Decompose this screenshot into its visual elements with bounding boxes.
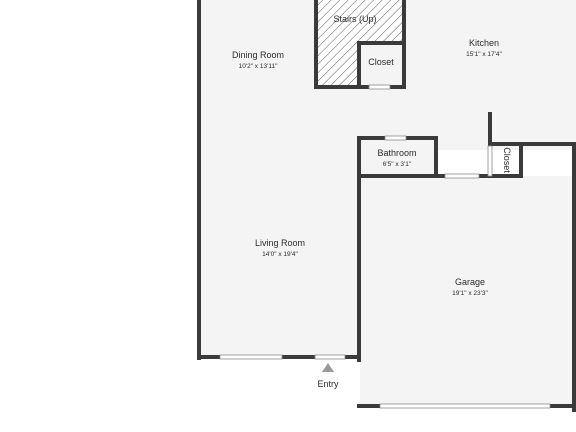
room-dims-living: 14'0" x 19'4" (262, 251, 298, 258)
closet-wall-bottom-r (390, 85, 406, 89)
entry-arrow-icon (322, 363, 334, 372)
bathroom-wall-top-r (406, 136, 438, 140)
room-name-garage: Garage (455, 277, 485, 287)
closet-wall-top (357, 41, 406, 45)
room-name-stairs: Stairs (Up) (333, 14, 376, 24)
room-dims-bathroom: 6'5" x 3'1" (383, 161, 412, 168)
stairs-wall-bottom (314, 85, 359, 89)
bathroom-wall-top-l (357, 136, 385, 140)
room-dims-dining: 10'2" x 13'11" (239, 63, 278, 70)
window-living-bottom (219, 354, 283, 360)
room-name-stairs-closet: Closet (368, 57, 394, 67)
closet-wall-bottom-l (357, 85, 369, 89)
bathroom-wall-left (357, 136, 361, 362)
door-closet-stairs (368, 84, 391, 90)
room-name-bathroom: Bathroom (377, 148, 416, 158)
room-dims-garage: 19'1" x 23'3" (452, 290, 488, 297)
wall-left (197, 0, 201, 360)
kitchen-closet-wall-top (488, 142, 576, 146)
stairs-closet-floor (359, 42, 404, 88)
entry-label: Entry (317, 379, 339, 389)
garage-wall-top-l (357, 174, 445, 178)
garage-wall-right (572, 142, 576, 412)
floor-living (200, 150, 360, 358)
room-name-kitchen: Kitchen (469, 38, 499, 48)
stairs-wall-left (314, 0, 318, 88)
kitchen-closet-wall-right (519, 142, 523, 178)
door-entry (314, 354, 346, 360)
closet-wall-left (357, 41, 361, 89)
room-name-kitchen-closet: Closet (502, 147, 512, 173)
room-name-dining: Dining Room (232, 50, 284, 60)
door-kitchen-closet (487, 145, 493, 177)
bathroom-wall-right (434, 136, 438, 178)
garage-wall-top-r (479, 174, 523, 178)
bathroom-floor (360, 138, 436, 176)
room-name-living: Living Room (255, 238, 305, 248)
closet-wall-right (402, 41, 406, 89)
floor-garage (360, 176, 576, 408)
room-dims-kitchen: 15'1" x 17'4" (466, 51, 502, 58)
window-bathroom-top (384, 135, 407, 141)
garage-door (379, 403, 551, 409)
stairs-wall-right (402, 0, 406, 44)
door-garage-inner (444, 173, 480, 179)
kitchen-closet-wall-left (488, 112, 492, 144)
